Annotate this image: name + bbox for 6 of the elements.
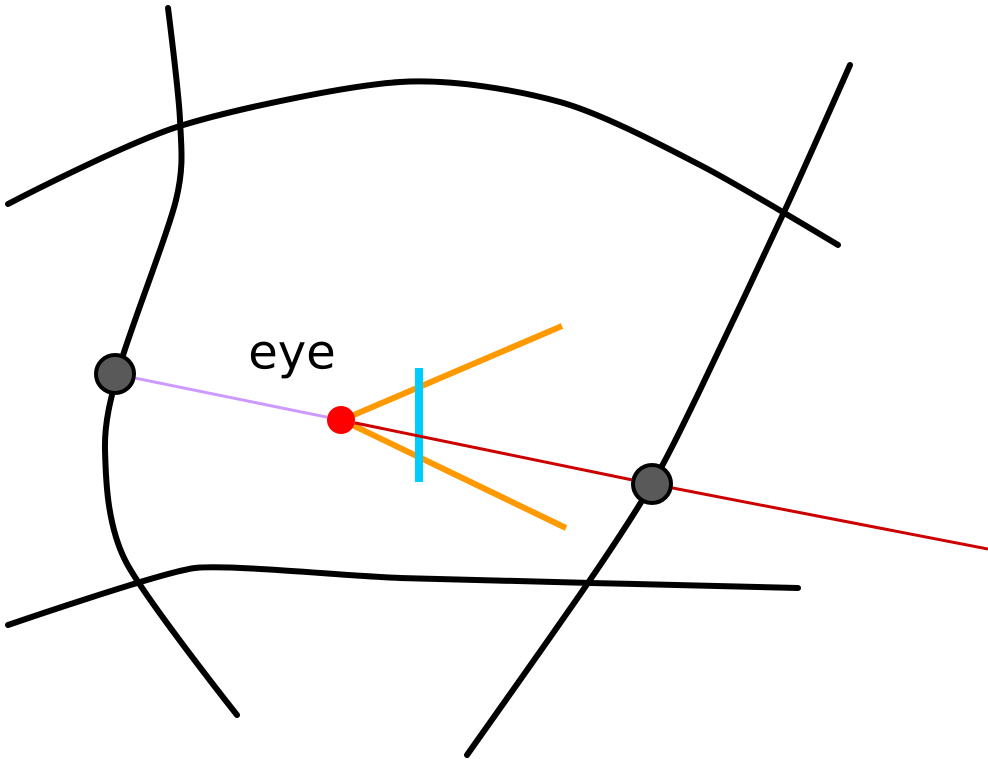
point-label: eye xyxy=(250,342,334,378)
sight-line xyxy=(354,421,632,482)
sight-line xyxy=(135,376,328,419)
point-marker xyxy=(94,353,136,395)
point-marker xyxy=(631,463,673,505)
point-marker xyxy=(327,406,355,434)
